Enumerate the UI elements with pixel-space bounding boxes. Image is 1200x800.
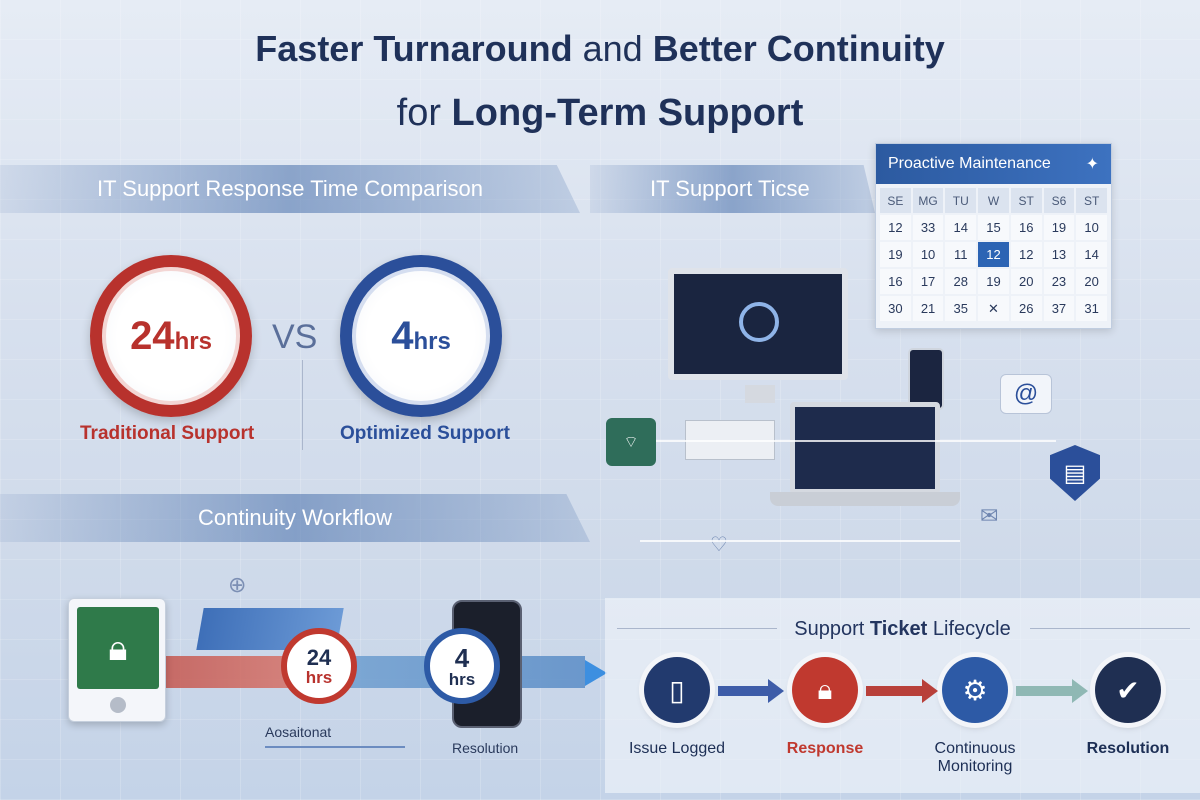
calendar-date[interactable]: 12 — [1010, 242, 1042, 267]
arrow-icon — [718, 679, 784, 703]
divider — [302, 360, 303, 450]
calendar-date[interactable]: 10 — [912, 242, 944, 267]
calendar-day-header: SE — [880, 188, 911, 213]
smartphone — [908, 348, 944, 410]
calendar-date[interactable]: 37 — [1043, 296, 1075, 321]
lifecycle-step-label: Continuous Monitoring — [934, 740, 1016, 775]
check-icon: ✔ — [1095, 657, 1161, 723]
calendar-date[interactable]: 16 — [1010, 215, 1042, 240]
calendar-date[interactable]: 33 — [912, 215, 944, 240]
title-line-2: for Long-Term Support — [396, 92, 804, 134]
vs-label: VS — [272, 318, 318, 356]
arrow-icon — [1016, 679, 1088, 703]
pin-icon: ✦ — [1085, 156, 1099, 173]
calendar-day-header: S6 — [1043, 188, 1075, 213]
calendar-date[interactable]: 20 — [1010, 269, 1042, 294]
title-line-1: Faster Turnaround and Better Continuity — [255, 28, 945, 69]
calendar-date[interactable]: 19 — [978, 269, 1009, 294]
lifecycle-step-label: Response — [786, 740, 864, 757]
traditional-label: Traditional Support — [80, 423, 255, 444]
lock-icon: 🔒︎ — [792, 657, 858, 723]
calendar-date[interactable]: 11 — [945, 242, 977, 267]
comparison-banner: IT Support Response Time Comparison — [0, 165, 580, 213]
optimized-label: Optimized Support — [340, 423, 510, 444]
mail-icon: ✉ — [980, 503, 999, 528]
calendar-day-header: ST — [1010, 188, 1042, 213]
heart-icon: ♡ — [710, 534, 728, 556]
traditional-clock: 24hrs — [90, 255, 252, 417]
desktop-monitor — [668, 268, 848, 380]
calendar-date[interactable]: 12 — [880, 215, 911, 240]
monitor-stand — [745, 385, 775, 403]
calendar-day-header: ST — [1076, 188, 1107, 213]
workflow-label-1: Aosaitonat — [265, 724, 405, 748]
refresh-icon — [739, 302, 779, 342]
connector-line — [656, 440, 1056, 442]
calendar-date[interactable]: 30 — [880, 296, 911, 321]
tickets-banner: IT Support Ticse — [590, 165, 875, 213]
calendar-date[interactable]: 19 — [880, 242, 911, 267]
calendar-date[interactable]: 14 — [945, 215, 977, 240]
mobile-icon: ▯ — [644, 657, 710, 723]
calendar-date[interactable]: 19 — [1043, 215, 1075, 240]
calendar-date[interactable]: 14 — [1076, 242, 1107, 267]
optimized-clock: 4hrs — [340, 255, 502, 417]
workflow-banner: Continuity Workflow — [0, 494, 590, 542]
calendar-date[interactable]: ✕ — [978, 296, 1009, 321]
calendar-date[interactable]: 21 — [912, 296, 944, 321]
calendar-title: Proactive Maintenance — [888, 155, 1051, 172]
arrow-icon — [866, 679, 938, 703]
calendar-date[interactable]: 26 — [1010, 296, 1042, 321]
calendar-date[interactable]: 17 — [912, 269, 944, 294]
calendar-date[interactable]: 31 — [1076, 296, 1107, 321]
calendar-date[interactable]: 12 — [978, 242, 1009, 267]
calendar-day-header: MG — [912, 188, 944, 213]
lifecycle-title: Support Ticket Lifecycle — [794, 618, 1011, 640]
gear-home-icon: ⚙ — [942, 657, 1008, 723]
connector-line — [640, 540, 960, 542]
crosshair-icon: ⊕ — [228, 572, 247, 597]
calendar-date[interactable]: 28 — [945, 269, 977, 294]
calendar-date[interactable]: 13 — [1043, 242, 1075, 267]
tablet-device: 🔒︎ — [68, 598, 166, 722]
wifi-shield-icon: ⌔ — [606, 418, 656, 466]
calendar-day-header: TU — [945, 188, 977, 213]
calendar-date[interactable]: 15 — [978, 215, 1009, 240]
lock-icon: 🔒︎ — [77, 607, 159, 689]
calendar-date[interactable]: 10 — [1076, 215, 1107, 240]
lifecycle-step-label: Issue Logged — [628, 740, 726, 757]
calendar-date[interactable]: 16 — [880, 269, 911, 294]
lifecycle-step-label: Resolution — [1086, 740, 1170, 757]
email-at-icon: @ — [1000, 374, 1052, 414]
workflow-label-2: Resolution — [452, 740, 519, 756]
workflow-bar — [165, 656, 585, 688]
calendar-date[interactable]: 23 — [1043, 269, 1075, 294]
calendar-date[interactable]: 20 — [1076, 269, 1107, 294]
calendar-date[interactable]: 35 — [945, 296, 977, 321]
arrow-right-icon — [585, 660, 607, 686]
laptop-base — [770, 492, 960, 506]
laptop — [790, 402, 940, 494]
calendar-day-header: W — [978, 188, 1009, 213]
